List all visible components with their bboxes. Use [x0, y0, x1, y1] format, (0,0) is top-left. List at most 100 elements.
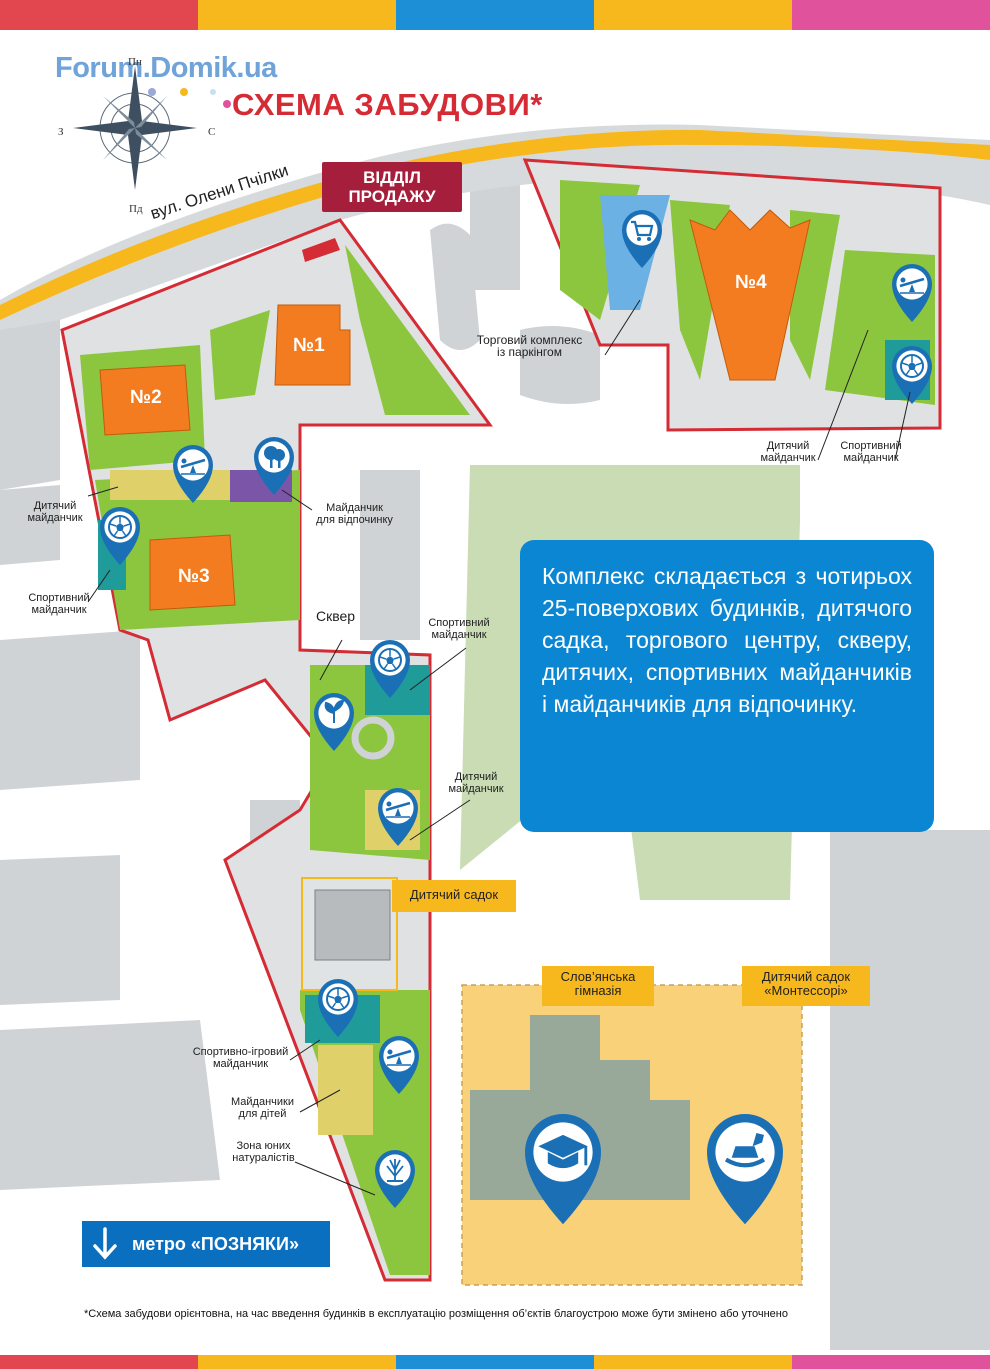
seesaw-icon	[899, 277, 925, 294]
building-4-shape	[689, 209, 811, 381]
gymnasium-building	[470, 1015, 690, 1200]
trade-center-label: Торговий комплекс із паркінгом	[462, 334, 597, 358]
building-3-label[interactable]: №3	[178, 566, 210, 587]
building-3-shape	[149, 534, 236, 611]
pointer-lines	[87, 299, 911, 1196]
building-2-shape	[99, 364, 191, 436]
leaf-pin[interactable]	[314, 693, 354, 751]
building-4-label[interactable]: №4	[735, 272, 767, 293]
sales-office-line2: ПРОДАЖУ	[348, 187, 436, 206]
info-box: Комплекс складається з чотирьох 25-повер…	[520, 540, 934, 832]
montessori-tag-line1: Дитячий садок	[761, 969, 851, 984]
playground-b4-label: Дитячий майданчик	[758, 440, 818, 464]
playground-mid-line2: майданчик	[448, 783, 504, 795]
sport-b4-line1: Спортивний	[840, 440, 902, 452]
logo-dots	[148, 88, 231, 108]
trade-center-label-line2: із паркінгом	[497, 345, 562, 359]
soccer-ball-icon	[378, 648, 402, 672]
plant-pin[interactable]	[375, 1150, 415, 1208]
shopping-cart-pin[interactable]	[622, 210, 662, 268]
soccer-ball-pin[interactable]	[370, 640, 410, 698]
playground-left-line1: Дитячий	[33, 500, 77, 512]
naturalists-line2: натуралістів	[232, 1152, 295, 1164]
plant-icon	[386, 1159, 404, 1182]
seesaw-icon	[385, 801, 411, 818]
gymnasium-tag-line1: Слов’янська	[560, 969, 636, 984]
rocking-horse-pin[interactable]	[707, 1114, 783, 1225]
page-title: СХЕМА ЗАБУДОВИ*	[232, 87, 543, 122]
kids-areas-line2: для дітей	[238, 1108, 287, 1120]
playground-left-label: Дитячий майданчик	[20, 500, 90, 524]
sport-left-line2: майданчик	[31, 604, 87, 616]
naturalists-label: Зона юних натуралістів	[226, 1140, 301, 1164]
playground-b4-line2: майданчик	[760, 452, 816, 464]
montessori-tag[interactable]: Дитячий садок «Монтессорі»	[742, 966, 870, 1006]
site-logo[interactable]: Forum.Domik.ua	[55, 52, 277, 84]
background-blocks	[0, 180, 990, 1350]
naturalists-line1: Зона юних	[236, 1140, 291, 1152]
compass-east: С	[208, 126, 216, 138]
sales-office-block	[302, 238, 340, 262]
seesaw-pin[interactable]	[378, 788, 418, 846]
gymnasium-tag-line2: гімназія	[574, 983, 622, 998]
sport-b4-label: Спортивний майданчик	[836, 440, 906, 464]
kindergarten-building	[314, 889, 391, 961]
leaf-icon	[324, 699, 345, 723]
sales-office-label[interactable]: ВІДДІЛ ПРОДАЖУ	[322, 162, 462, 212]
road-highlight	[0, 129, 990, 320]
square-label: Сквер	[316, 608, 356, 624]
playground-left-line2: майданчик	[27, 512, 83, 524]
metro-button[interactable]: метро «ПОЗНЯКИ»	[82, 1221, 330, 1267]
soccer-ball-pin[interactable]	[100, 507, 140, 565]
compass-rose	[73, 66, 197, 190]
building-1-shape	[274, 304, 351, 386]
rocking-horse-icon	[724, 1133, 766, 1168]
building-2-label[interactable]: №2	[130, 387, 162, 408]
sport-mid-line1: Спортивний	[428, 617, 490, 629]
sport-left-line1: Спортивний	[28, 592, 90, 604]
sport-left-label: Спортивний майданчик	[20, 592, 98, 616]
building-1-label[interactable]: №1	[293, 335, 325, 356]
top-color-stripe	[0, 0, 990, 30]
compass-north: Пн	[128, 56, 142, 68]
seesaw-icon	[180, 458, 206, 475]
shopping-cart-icon	[631, 220, 654, 241]
playground-yellow-1	[110, 470, 230, 500]
playground-b4-line1: Дитячий	[766, 440, 810, 452]
seesaw-pin[interactable]	[892, 264, 932, 322]
soccer-ball-pin[interactable]	[318, 978, 358, 1037]
sport-game-line2: майданчик	[212, 1058, 269, 1070]
compass-south: Пд	[129, 203, 143, 215]
arrow-down-icon	[93, 1227, 117, 1260]
kids-areas-line1: Майданчики	[231, 1096, 294, 1108]
tree-icon	[264, 446, 285, 468]
soccer-ball-pin[interactable]	[892, 346, 932, 404]
kids-yellow-low	[318, 1045, 373, 1135]
seesaw-pin[interactable]	[173, 445, 213, 503]
soccer-ball-icon	[900, 354, 924, 378]
sport-mid-line2: майданчик	[431, 629, 487, 641]
seesaw-icon	[386, 1049, 412, 1066]
soccer-ball-icon	[108, 515, 132, 539]
rest-area-label: Майданчик для відпочинку	[312, 502, 397, 526]
soccer-ball-icon	[326, 987, 350, 1011]
sales-office-line1: ВІДДІЛ	[363, 168, 421, 187]
seesaw-pin[interactable]	[379, 1036, 419, 1094]
playground-mid-line1: Дитячий	[454, 771, 498, 783]
kids-areas-label: Майданчики для дітей	[220, 1096, 305, 1120]
sport-game-line1: Спортивно-ігровий	[192, 1046, 289, 1058]
graduation-cap-pin[interactable]	[525, 1114, 601, 1225]
compass-west: З	[58, 126, 64, 138]
sport-game-label: Спортивно-ігровий майданчик	[188, 1046, 293, 1070]
sport-mid-label: Спортивний майданчик	[424, 617, 494, 641]
sport-b4-line2: майданчик	[843, 452, 899, 464]
tree-pin[interactable]	[254, 437, 294, 495]
playground-mid-label: Дитячий майданчик	[446, 771, 506, 795]
trade-center-label-line1: Торговий комплекс	[476, 333, 583, 347]
footnote: *Схема забудови орієнтовна, на час введе…	[84, 1308, 788, 1320]
rest-area-line2: для відпочинку	[316, 514, 393, 526]
kindergarten-tag[interactable]: Дитячий садок	[392, 880, 516, 912]
gymnasium-tag[interactable]: Слов’янська гімназія	[542, 966, 654, 1006]
roundabout	[351, 716, 395, 760]
